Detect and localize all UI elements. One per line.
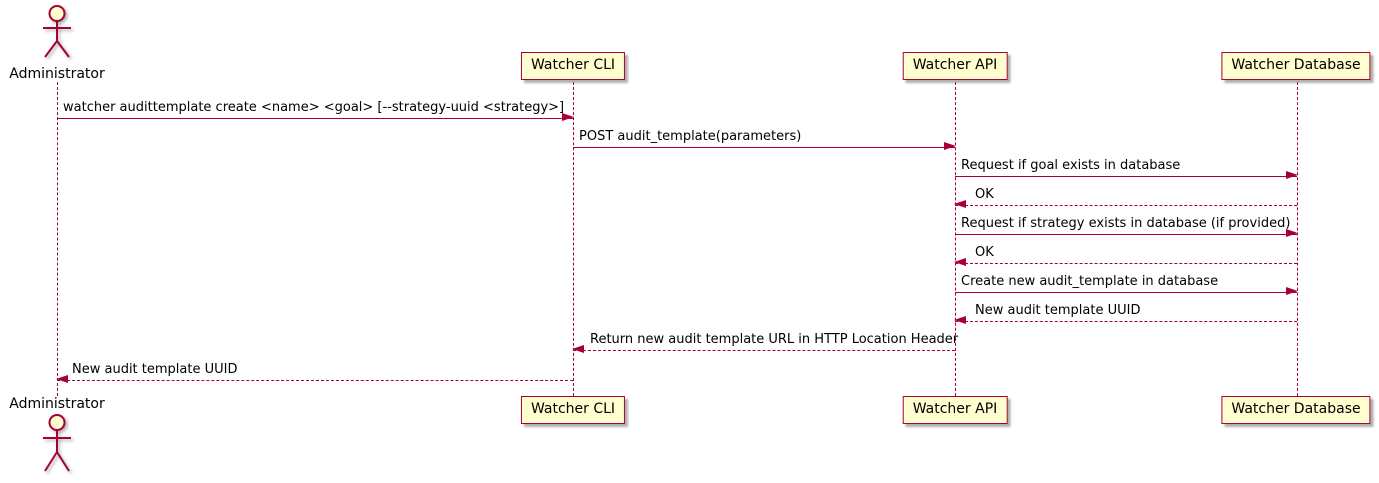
message-label: Request if strategy exists in database (…: [961, 216, 1291, 231]
participant-watcher-api-bottom: Watcher API: [902, 396, 1008, 424]
administrator-actor-icon-bottom: [43, 414, 71, 472]
participant-watcher-api-top: Watcher API: [902, 52, 1008, 80]
arrowhead-right-icon: [944, 142, 956, 150]
message-label: OK: [975, 187, 994, 202]
message-label: New audit template UUID: [72, 362, 238, 377]
message-line: [955, 205, 1297, 206]
message-label: Request if goal exists in database: [961, 158, 1181, 173]
arrowhead-right-icon: [1286, 287, 1298, 295]
message-label: OK: [975, 245, 994, 260]
message-line: [573, 147, 955, 148]
arrowhead-left-icon: [56, 375, 68, 383]
message-line: [955, 292, 1297, 293]
administrator-label-top: Administrator: [9, 66, 105, 82]
message-line: [573, 350, 955, 351]
participant-watcher-database-bottom: Watcher Database: [1221, 396, 1371, 424]
arrowhead-right-icon: [1286, 171, 1298, 179]
administrator-label-bottom: Administrator: [9, 396, 105, 412]
participant-watcher-database-top: Watcher Database: [1221, 52, 1371, 80]
message-line: [57, 380, 573, 381]
lifeline-watcher-cli: [573, 82, 574, 396]
administrator-actor-icon: [43, 5, 71, 58]
lifeline-watcher-database: [1297, 82, 1298, 396]
message-label: New audit template UUID: [975, 303, 1141, 318]
participant-watcher-cli-bottom: Watcher CLI: [520, 396, 626, 424]
arrowhead-right-icon: [1286, 229, 1298, 237]
arrowhead-left-icon: [572, 345, 584, 353]
message-line: [57, 118, 573, 119]
arrowhead-left-icon: [954, 316, 966, 324]
message-label: POST audit_template(parameters): [579, 129, 802, 144]
arrowhead-right-icon: [562, 113, 574, 121]
message-line: [955, 176, 1297, 177]
message-line: [955, 263, 1297, 264]
message-label: watcher audittemplate create <name> <goa…: [63, 100, 565, 115]
lifeline-administrator: [57, 82, 58, 396]
message-line: [955, 321, 1297, 322]
message-line: [955, 234, 1297, 235]
participant-watcher-cli-top: Watcher CLI: [520, 52, 626, 80]
arrowhead-left-icon: [954, 200, 966, 208]
message-label: Return new audit template URL in HTTP Lo…: [590, 332, 959, 347]
message-label: Create new audit_template in database: [961, 274, 1219, 289]
arrowhead-left-icon: [954, 258, 966, 266]
lifeline-watcher-api: [955, 82, 956, 396]
